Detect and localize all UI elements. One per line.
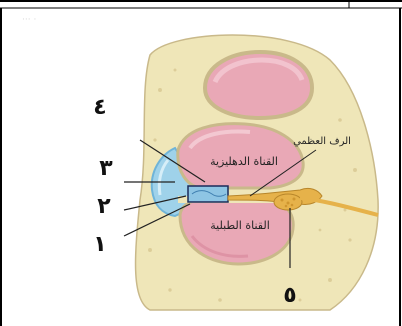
label-osseous-spiral-lamina: الرف العظمي — [293, 136, 351, 147]
label-scala-tympani: القناة الطبلية — [210, 219, 270, 232]
organ-of-corti-box — [188, 186, 228, 202]
callout-number-4: ٤ — [93, 95, 106, 120]
callout-number-5: ٥ — [283, 283, 296, 308]
label-scala-vestibuli: القناة الدهليزية — [210, 155, 278, 168]
callout-number-1: ١ — [93, 232, 106, 257]
callout-number-3: ٣ — [99, 156, 113, 181]
faded-header-text: ··· · — [22, 15, 36, 25]
callout-number-2: ٢ — [97, 194, 111, 219]
